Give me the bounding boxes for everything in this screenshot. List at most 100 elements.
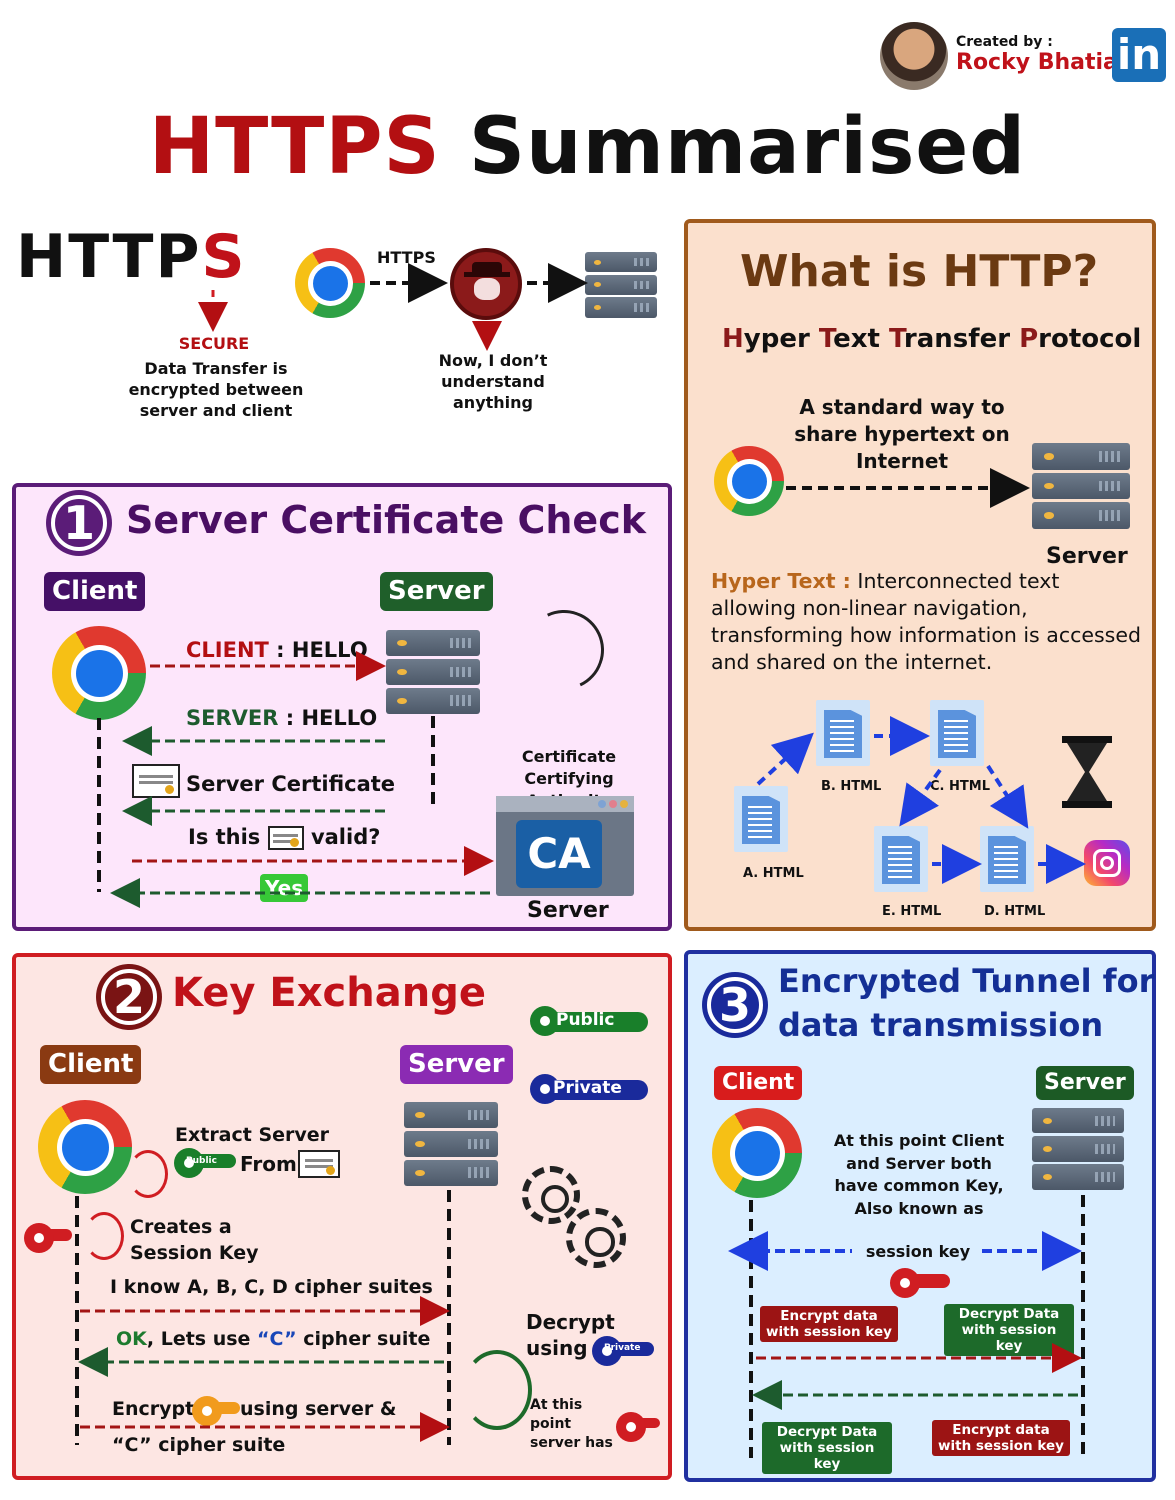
certificate-icon xyxy=(267,826,304,850)
http-expansion: Hyper Text Transfer Protocol xyxy=(722,324,1141,354)
server-hello-rest: : HELLO xyxy=(278,706,378,730)
https-arrow-label: HTTPS xyxy=(377,248,436,267)
chrome-icon xyxy=(295,248,365,318)
ca-window: CA xyxy=(496,796,634,896)
public-key-icon xyxy=(174,1148,236,1178)
client-hello-label: CLIENT : HELLO xyxy=(186,638,368,662)
expansion-h-rest: yper xyxy=(743,324,819,354)
session-key-icon xyxy=(24,1223,72,1253)
expansion-t1-rest: ext xyxy=(833,324,890,354)
encrypt-label-c: “C” cipher suite xyxy=(112,1434,286,1456)
public-key-label: Public xyxy=(556,1010,615,1030)
page-title-summarised: Summarised xyxy=(468,102,1027,192)
step-number-3: 3 xyxy=(702,972,768,1038)
decrypt-label-a: Decrypt xyxy=(526,1310,615,1334)
step-number-3-text: 3 xyxy=(707,977,763,1033)
page-title: HTTPS Summarised xyxy=(0,102,1175,192)
private-key-label: Private xyxy=(553,1078,622,1098)
private-key-icon xyxy=(592,1336,654,1366)
encrypt-label-a: Encrypt xyxy=(112,1398,195,1420)
ok-text: OK xyxy=(116,1328,147,1350)
server-icon xyxy=(585,252,657,318)
tunnel-title-2: data transmission xyxy=(778,1006,1104,1044)
server-tag: Server xyxy=(380,572,493,612)
valid-text: valid? xyxy=(310,825,381,849)
rotate-arrow-icon xyxy=(462,1350,532,1430)
hacker-icon xyxy=(450,248,522,320)
private-small-label: Private xyxy=(604,1343,641,1353)
https-logo-s: S xyxy=(201,222,247,292)
expansion-t2-rest: ransfer xyxy=(903,324,1020,354)
instagram-icon[interactable] xyxy=(1084,840,1130,886)
ok-c-text: “C” xyxy=(257,1328,297,1350)
client-tag: Client xyxy=(714,1066,803,1101)
client-hello-rest: : HELLO xyxy=(268,638,368,662)
cipher-suites-label: I know A, B, C, D cipher suites xyxy=(110,1276,433,1298)
hacker-note: Now, I don’t understand anything xyxy=(438,351,548,412)
is-this-text: Is this xyxy=(188,825,261,849)
secure-description: Data Transfer is encrypted between serve… xyxy=(128,359,304,420)
is-this-valid-label: Is this valid? xyxy=(188,825,380,850)
doc-label-e: E. HTML xyxy=(882,904,942,919)
ok-cipher-label: OK, Lets use “C” cipher suite xyxy=(116,1328,430,1350)
page-title-https: HTTPS xyxy=(148,102,441,192)
https-logo-http: HTTP xyxy=(16,222,202,292)
creates-key-label: Creates a Session Key xyxy=(130,1216,259,1264)
author-avatar xyxy=(880,22,948,90)
hourglass-icon xyxy=(1062,736,1112,808)
ok-suffix-text: cipher suite xyxy=(296,1328,431,1350)
tunnel-title-1: Encrypted Tunnel for xyxy=(778,962,1155,1000)
server-certificate-label: Server Certificate xyxy=(186,772,396,796)
ok-mid-text: , Lets use xyxy=(146,1328,258,1350)
https-logo: HTTPS xyxy=(16,222,247,292)
step-number-1-text: 1 xyxy=(51,495,107,551)
server-tag: Server xyxy=(400,1045,513,1085)
client-tag: Client xyxy=(44,572,146,612)
server-icon xyxy=(386,630,480,714)
what-is-http-title: What is HTTP? xyxy=(740,246,1099,297)
server-icon xyxy=(404,1102,498,1186)
doc-label-c: C. HTML xyxy=(930,779,990,794)
session-key-icon xyxy=(192,1396,240,1426)
cycle-arrow-icon xyxy=(84,1212,124,1260)
doc-label-d: D. HTML xyxy=(984,904,1046,919)
standard-way-text: A standard way to share hypertext on Int… xyxy=(794,395,1010,473)
ca-server-label: Server xyxy=(527,898,609,923)
decrypt-left-badge: Decrypt Data with session key xyxy=(762,1422,892,1474)
doc-icon-b xyxy=(816,700,870,766)
linkedin-icon[interactable]: in xyxy=(1112,28,1166,82)
doc-icon-d xyxy=(980,826,1034,892)
encrypt-right-badge: Encrypt data with session key xyxy=(932,1420,1070,1456)
cert-check-title: Server Certificate Check xyxy=(126,498,646,542)
certificate-icon xyxy=(132,764,180,798)
chrome-icon xyxy=(714,446,784,516)
at-this-point-label: At this point server has xyxy=(530,1397,613,1451)
expansion-t1: T xyxy=(818,324,834,354)
server-icon xyxy=(1032,443,1130,529)
expansion-p: P xyxy=(1019,324,1039,354)
doc-icon-e xyxy=(874,826,928,892)
doc-icon-c xyxy=(930,700,984,766)
secure-label: SECURE xyxy=(178,334,250,353)
step-number-2-text: 2 xyxy=(101,969,157,1025)
common-key-text: At this point Client and Server both hav… xyxy=(833,1131,1005,1218)
server-hello-label: SERVER : HELLO xyxy=(186,706,377,730)
ca-badge: CA xyxy=(516,820,602,888)
doc-icon-a xyxy=(734,786,788,852)
extract-server-label: Extract Server xyxy=(175,1124,330,1146)
server-icon xyxy=(1032,1108,1124,1190)
gears-icon xyxy=(522,1166,648,1272)
session-key-icon xyxy=(890,1268,950,1298)
doc-label-b: B. HTML xyxy=(821,779,882,794)
encrypt-left-badge: Encrypt data with session key xyxy=(760,1306,898,1342)
encrypt-label-b: using server & xyxy=(240,1398,397,1420)
server-tag: Server xyxy=(1036,1066,1134,1101)
author-name: Rocky Bhatia xyxy=(956,50,1118,75)
session-key-label: session key xyxy=(856,1242,980,1261)
client-tag: Client xyxy=(40,1045,142,1085)
from-label: From xyxy=(240,1152,297,1176)
certificate-icon xyxy=(298,1150,340,1178)
expansion-t2: T xyxy=(889,324,904,354)
chrome-icon xyxy=(38,1100,132,1194)
